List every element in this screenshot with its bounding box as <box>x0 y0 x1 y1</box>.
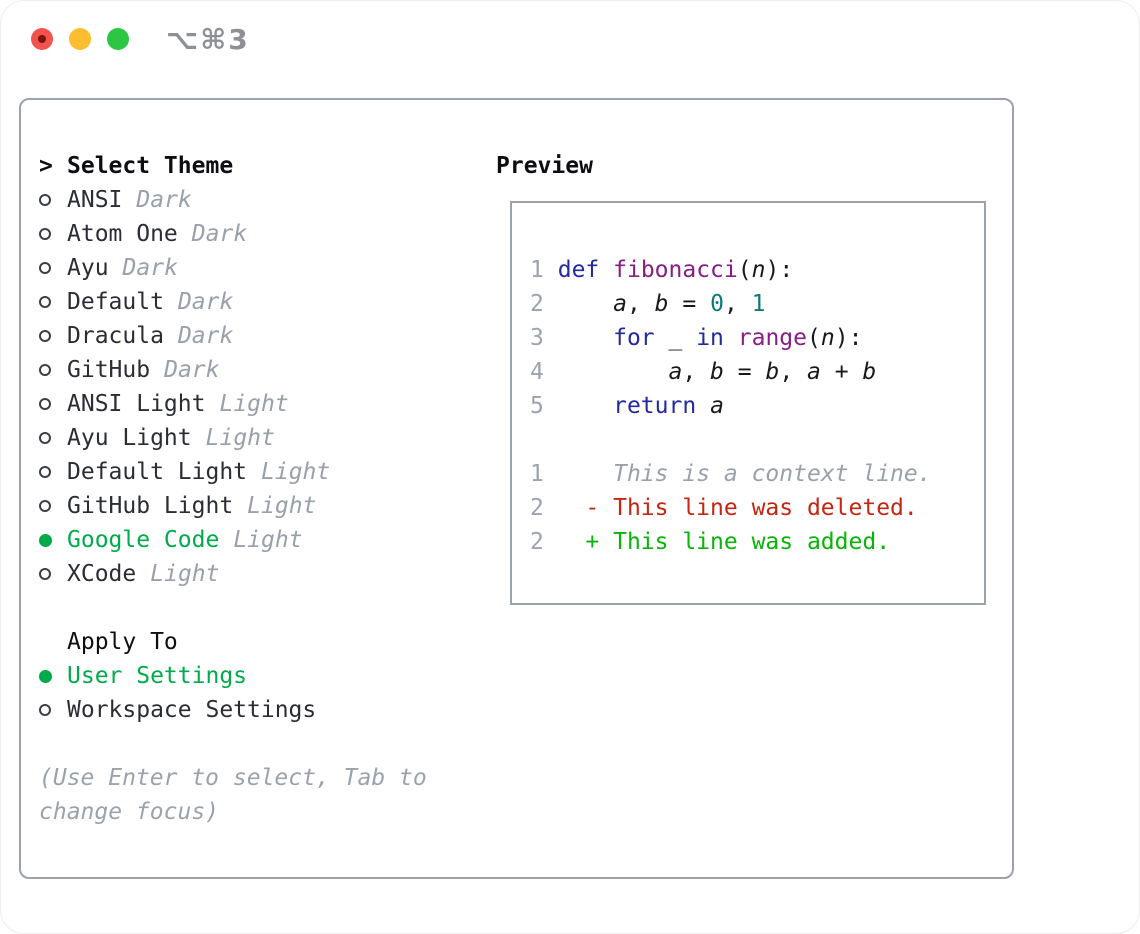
code-line: 2 a, b = 0, 1 <box>530 291 766 317</box>
radio-selected-icon <box>39 669 67 683</box>
variant-label: Dark <box>164 357 220 383</box>
zoom-button[interactable] <box>107 28 129 50</box>
variant-label: Light <box>233 527 303 553</box>
item-label: Workspace Settings <box>67 697 317 723</box>
code-line: 4 a, b = b, a + b <box>530 359 877 385</box>
variant-label: Light <box>219 391 289 417</box>
diff-line: 2 - This line was deleted. <box>530 495 918 521</box>
close-dot-icon <box>38 35 46 43</box>
radio-icon <box>39 398 67 410</box>
theme-item[interactable]: Google Code Light <box>39 523 479 557</box>
close-button[interactable] <box>31 28 53 50</box>
item-label: GitHub <box>67 357 151 383</box>
minimize-button[interactable] <box>69 28 91 50</box>
theme-item[interactable]: Dracula Dark <box>39 319 479 353</box>
radio-icon <box>39 194 67 206</box>
variant-label: Light <box>261 459 331 485</box>
code-line: 3 for _ in range(n): <box>530 325 863 351</box>
item-label: User Settings <box>67 663 248 689</box>
apply-to-header: Apply To <box>67 629 178 655</box>
item-label: Dracula <box>67 323 164 349</box>
item-label: ANSI <box>67 187 123 213</box>
item-label: XCode <box>67 561 137 587</box>
item-label: Google Code <box>67 527 220 553</box>
variant-label: Light <box>247 493 317 519</box>
item-label: Default Light <box>67 459 248 485</box>
theme-item[interactable]: Atom One Dark <box>39 217 479 251</box>
theme-item[interactable]: XCode Light <box>39 557 479 591</box>
code-line: 1 def fibonacci(n): <box>530 257 794 283</box>
theme-item[interactable]: Ayu Dark <box>39 251 479 285</box>
item-label: ANSI Light <box>67 391 206 417</box>
spacer <box>39 727 479 761</box>
item-label: Ayu Light <box>67 425 192 451</box>
radio-icon <box>39 432 67 444</box>
variant-label: Dark <box>191 221 248 247</box>
radio-icon <box>39 228 67 240</box>
item-label: GitHub Light <box>67 493 234 519</box>
item-label: Ayu <box>67 255 109 281</box>
theme-item[interactable]: ANSI Dark <box>39 183 479 217</box>
radio-icon <box>39 704 67 716</box>
spacer <box>39 591 479 625</box>
radio-icon <box>39 262 67 274</box>
select-theme-header: > Select Theme <box>39 149 479 183</box>
variant-label: Dark <box>136 187 192 213</box>
radio-icon <box>39 364 67 376</box>
radio-selected-icon <box>39 533 67 547</box>
help-text: (Use Enter to select, Tab to change focu… <box>39 765 427 825</box>
theme-item[interactable]: ANSI Light Light <box>39 387 479 421</box>
window-title: ⌥⌘3 <box>166 23 250 56</box>
item-label: Atom One <box>67 221 178 247</box>
item-label: Default <box>67 289 164 315</box>
theme-item[interactable]: Default Dark <box>39 285 479 319</box>
theme-item[interactable]: Default Light Light <box>39 455 479 489</box>
variant-label: Light <box>150 561 220 587</box>
radio-icon <box>39 568 67 580</box>
diff-line: 2 + This line was added. <box>530 529 891 555</box>
preview-box: 1 def fibonacci(n): 2 a, b = 0, 1 3 for _ … <box>510 201 986 605</box>
diff-preview: 1 This is a context line. 2 - This line w… <box>530 457 984 559</box>
radio-icon <box>39 466 67 478</box>
blank-line <box>530 423 984 457</box>
theme-item[interactable]: Ayu Light Light <box>39 421 479 455</box>
variant-label: Dark <box>177 289 234 315</box>
radio-icon <box>39 296 67 308</box>
diff-line: 1 This is a context line. <box>530 461 932 487</box>
radio-icon <box>39 500 67 512</box>
apply-option[interactable]: User Settings <box>39 659 479 693</box>
variant-label: Dark <box>177 323 234 349</box>
title-bar: ⌥⌘3 <box>1 1 1139 77</box>
theme-item[interactable]: GitHub Dark <box>39 353 479 387</box>
cursor-icon: > <box>39 153 53 179</box>
apply-option[interactable]: Workspace Settings <box>39 693 479 727</box>
code-line: 5 return a <box>530 393 724 419</box>
select-theme-label: Select Theme <box>67 153 234 179</box>
preview-header: Preview <box>496 153 593 179</box>
variant-label: Dark <box>122 255 178 281</box>
variant-label: Light <box>205 425 275 451</box>
code-preview: 1 def fibonacci(n): 2 a, b = 0, 1 3 for _ … <box>530 253 984 423</box>
radio-icon <box>39 330 67 342</box>
theme-item[interactable]: GitHub Light Light <box>39 489 479 523</box>
